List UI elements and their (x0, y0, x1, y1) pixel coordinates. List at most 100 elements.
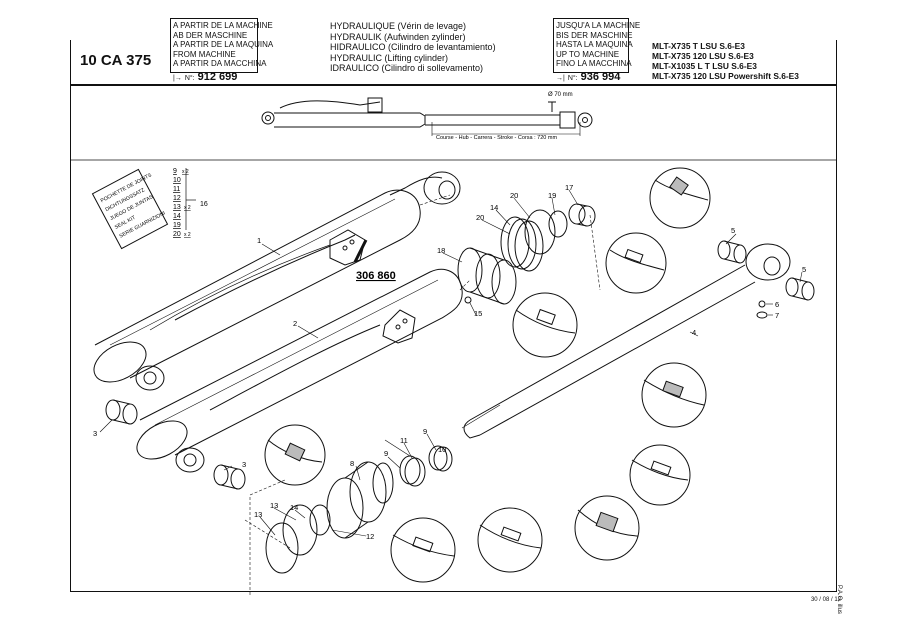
kit-item: 14 (173, 213, 181, 220)
section-titles: HYDRAULIQUE (Vérin de levage) HYDRAULIK … (330, 21, 496, 74)
arrow-start-icon: |→ (173, 75, 182, 82)
up-to-machine-box (553, 18, 629, 73)
rod-diameter: Ø 70 mm (548, 92, 573, 98)
from-serial-number: 912 699 (197, 71, 238, 83)
drawing-right-border (836, 84, 837, 592)
callout-13: 13 (254, 510, 262, 519)
from-machine-line: A PARTIR DE LA MACHINE (173, 21, 273, 30)
bushing-left (105, 399, 138, 425)
side-note: P.A.O. illus (836, 585, 842, 614)
from-machine-text: A PARTIR DE LA MACHINE AB DER MASCHINE A… (173, 21, 273, 69)
grease-cap (756, 311, 768, 319)
from-machine-line: A PARTIR DA MACCHINA (173, 59, 267, 68)
callout-10: 10 (438, 445, 446, 454)
up-to-machine-line: FINO LA MACCHINA (556, 59, 632, 68)
up-to-machine-line: HASTA LA MAQUINA (556, 40, 633, 49)
model-item: MLT-X1035 L T LSU S.6-E3 (652, 61, 757, 71)
grease-nipple (758, 300, 766, 308)
serial-label: N°: (184, 75, 195, 82)
title-it: IDRAULICO (Cilindro di sollevamento) (330, 63, 484, 74)
kit-item: 11 (173, 186, 180, 193)
kit-item: 20 (173, 231, 181, 238)
callout-4: 4 (692, 328, 696, 337)
model-item: MLT-X735 120 LSU Powershift S.6-E3 (652, 71, 799, 81)
model-list: MLT-X735 T LSU S.6-E3 MLT-X735 120 LSU S… (652, 41, 799, 81)
from-machine-line: A PARTIR DE LA MAQUINA (173, 40, 274, 49)
stroke-length: Course - Hub - Carrera - Stroke - Corsa … (436, 135, 557, 141)
callout-5: 5 (731, 226, 735, 235)
serial-label: N°: (567, 75, 578, 82)
kit-qty: x 2 (182, 169, 189, 175)
piston-lower (326, 461, 394, 539)
callout-20: 20 (510, 191, 518, 200)
kit-item: 12 (173, 195, 181, 202)
up-to-machine-text: JUSQU'A LA MACHINE BIS DER MASCHINE HAST… (556, 21, 640, 69)
kit-item: 13 (173, 204, 181, 211)
piston-upper (457, 247, 517, 305)
model-item: MLT-X735 120 LSU S.6-E3 (652, 51, 754, 61)
up-to-serial-number: 936 994 (580, 71, 621, 83)
callout-14: 14 (490, 203, 498, 212)
title-es: HIDRAULICO (Cilindro de levantamiento) (330, 42, 496, 53)
callout-3: 3 (93, 429, 97, 438)
callout-14: 14 (290, 503, 298, 512)
callout-numbers: 1 2 3 3 4 5 5 6 7 8 9 9 10 11 12 13 13 1… (93, 183, 806, 541)
drawing-bottom-border (70, 591, 837, 592)
seal-kit-ref: 16 (200, 201, 208, 208)
title-fr: HYDRAULIQUE (Vérin de levage) (330, 21, 467, 31)
callout-12: 12 (366, 532, 374, 541)
catalog-code: 10 CA 375 (80, 52, 152, 69)
up-to-machine-line: JUSQU'A LA MACHINE (556, 21, 641, 30)
kit-item: 19 (173, 222, 181, 229)
callout-20: 20 (476, 213, 484, 222)
callout-15: 15 (474, 309, 482, 318)
header-bottom-rule (70, 84, 837, 86)
seal-kit-label: POCHETTE DE JOINTS DICHTUNGSSATZ JUEGO D… (100, 172, 167, 240)
callout-13: 13 (270, 501, 278, 510)
kit-item: 9 (173, 168, 177, 175)
from-machine-box (170, 18, 258, 73)
callout-19: 19 (548, 191, 556, 200)
callout-17: 17 (565, 183, 573, 192)
callout-8: 8 (350, 459, 354, 468)
callout-6: 6 (775, 300, 779, 309)
from-machine-line: AB DER MASCHINE (173, 30, 248, 40)
kit-qty: x 2 (184, 205, 191, 211)
title-de: HYDRAULIK (Aufwinden zylinder) (330, 31, 466, 42)
header-right-rule (836, 40, 837, 85)
bushing-lower (213, 464, 246, 490)
seal-detail-circles (264, 167, 711, 583)
from-machine-line: FROM MACHINE (173, 49, 236, 59)
assembly-lines (244, 194, 601, 595)
part-number: 306 860 (356, 270, 396, 282)
set-screw (464, 296, 472, 304)
callout-9: 9 (384, 449, 388, 458)
header-left-rule (70, 40, 71, 85)
title-en: HYDRAULIC (Lifting cylinder) (330, 52, 449, 63)
up-to-machine-serial: →|N°:936 994 (556, 71, 620, 83)
callout-5: 5 (802, 265, 806, 274)
seal-kit-items: 9 x 2 10 11 12 13 x 2 14 19 20 x 2 (173, 168, 191, 238)
up-to-machine-line: UP TO MACHINE (556, 49, 620, 59)
model-item: MLT-X735 T LSU S.6-E3 (652, 41, 745, 51)
callout-2: 2 (293, 319, 297, 328)
cylinder-barrel-upper (93, 171, 461, 391)
callout-18: 18 (437, 246, 445, 255)
from-machine-serial: |→N°:912 699 (173, 71, 237, 83)
kit-qty: x 2 (184, 232, 191, 238)
arrow-end-icon: →| (556, 75, 565, 82)
cylinder-barrel-lower (136, 268, 463, 473)
callout-7: 7 (775, 311, 779, 320)
callout-3: 3 (242, 460, 246, 469)
bushing-rod-upper (717, 240, 747, 264)
up-to-machine-line: BIS DER MASCHINE (556, 30, 633, 40)
callout-1: 1 (257, 236, 261, 245)
drawing-left-border (70, 84, 71, 592)
overview-cylinder (261, 97, 593, 136)
callout-11: 11 (400, 436, 408, 445)
revision-date: 30 / 08 / 12 (810, 597, 841, 603)
callout-9: 9 (423, 427, 427, 436)
seal-stack-upper (500, 203, 596, 272)
